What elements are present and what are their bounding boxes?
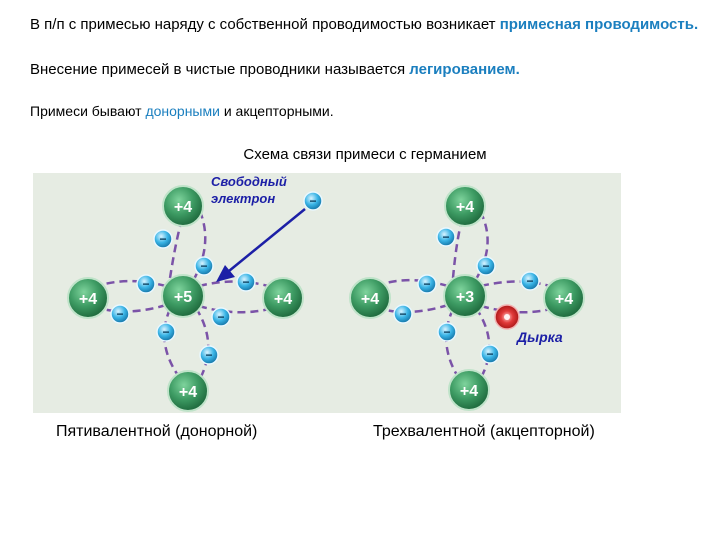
acceptor-caption: Трехвалентной (акцепторной) <box>373 423 595 440</box>
donor-atom-center-label: +5 <box>174 289 192 306</box>
svg-text:−: − <box>399 307 406 321</box>
svg-text:−: − <box>217 310 224 324</box>
electron-icon: − <box>136 274 156 294</box>
acceptor-electrons: − − − − − − − <box>393 227 540 364</box>
electron-icon: − <box>480 344 500 364</box>
donor-electrons: − − − − − − − − − <box>110 191 323 365</box>
svg-text:−: − <box>423 277 430 291</box>
electron-icon: − <box>199 345 219 365</box>
svg-text:−: − <box>142 277 149 291</box>
electron-icon: − <box>211 307 231 327</box>
intro-line-2: Внесение примесей в чистые проводники на… <box>30 60 700 80</box>
electron-icon: − <box>520 271 540 291</box>
svg-text:−: − <box>200 259 207 273</box>
acceptor-atom-center: +3 <box>443 274 487 318</box>
impurity-conductivity-term: примесная проводимость. <box>499 16 699 33</box>
donor-atom-left: +4 <box>67 277 109 319</box>
electron-icon: − <box>393 304 413 324</box>
svg-text:−: − <box>205 348 212 362</box>
intro-line-3-text: Примеси бывают <box>30 103 146 119</box>
donor-atom-left-label: +4 <box>79 291 97 308</box>
donor-atom-top-label: +4 <box>174 199 192 216</box>
acceptor-atom-right-label: +4 <box>555 291 573 308</box>
acceptor-atom-left-label: +4 <box>361 291 379 308</box>
intro-line-1: В п/п с примесью наряду с собственной пр… <box>30 15 700 35</box>
svg-text:−: − <box>242 275 249 289</box>
electron-icon: − <box>437 322 457 342</box>
acceptor-atom-center-label: +3 <box>456 289 474 306</box>
donor-atom-top: +4 <box>162 185 204 227</box>
electron-icon: − <box>153 229 173 249</box>
svg-text:−: − <box>443 325 450 339</box>
donor-term: донорными <box>145 103 220 119</box>
acceptor-atom-bottom: +4 <box>448 369 490 411</box>
donor-atom-bottom-label: +4 <box>179 384 197 401</box>
donor-atom-bottom: +4 <box>167 370 209 412</box>
electron-icon: − <box>436 227 456 247</box>
acceptor-atom-top: +4 <box>444 185 486 227</box>
electron-icon: − <box>156 322 176 342</box>
acceptor-atom-top-label: +4 <box>456 199 474 216</box>
donor-caption: Пятивалентной (донорной) <box>56 423 258 440</box>
intro-line-2-text: Внесение примесей в чистые проводники на… <box>30 61 410 78</box>
donor-atom-right: +4 <box>262 277 304 319</box>
diagram-title: Схема связи примеси с германием <box>243 146 487 163</box>
bond-diagram: +4 +4 +4 +4 +5 − − − − − − − − − <box>67 174 585 412</box>
free-electron-icon: − <box>303 191 323 211</box>
acceptor-atom-bottom-label: +4 <box>460 383 478 400</box>
acceptor-atom-left: +4 <box>349 277 391 319</box>
electron-icon: − <box>194 256 214 276</box>
electron-icon: − <box>110 304 130 324</box>
svg-text:−: − <box>482 259 489 273</box>
intro-line-3-end: и акцепторными. <box>219 103 334 119</box>
svg-text:−: − <box>486 347 493 361</box>
hole-label: Дырка <box>516 329 563 345</box>
donor-atom-right-label: +4 <box>274 291 292 308</box>
acceptor-atom-right: +4 <box>543 277 585 319</box>
doping-term: легированием. <box>409 61 520 78</box>
svg-text:−: − <box>116 307 123 321</box>
free-electron-arrow <box>216 208 306 282</box>
free-electron-label-line2: электрон <box>211 191 275 206</box>
hole-icon <box>494 304 520 330</box>
intro-line-1-text: В п/п с примесью наряду с собственной пр… <box>30 16 500 33</box>
svg-text:−: − <box>442 230 449 244</box>
electron-icon: − <box>476 256 496 276</box>
intro-line-3: Примеси бывают донорными и акцепторными. <box>30 101 334 121</box>
svg-text:−: − <box>159 232 166 246</box>
diagram-panel: +4 +4 +4 +4 +5 − − − − − − − − − <box>33 173 621 413</box>
svg-text:−: − <box>526 274 533 288</box>
free-electron-label-line1: Свободный <box>211 174 287 189</box>
svg-text:−: − <box>309 194 316 208</box>
electron-icon: − <box>236 272 256 292</box>
svg-text:−: − <box>162 325 169 339</box>
donor-atom-center: +5 <box>161 274 205 318</box>
electron-icon: − <box>417 274 437 294</box>
